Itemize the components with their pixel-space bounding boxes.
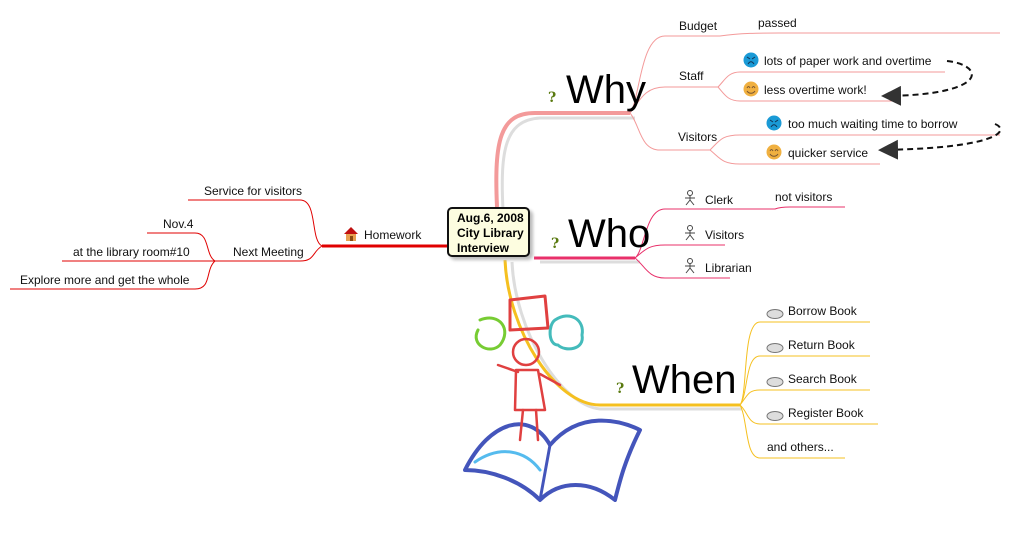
person-icon	[684, 190, 696, 211]
topic-borrow-book[interactable]: Borrow Book	[788, 304, 857, 318]
topic-visitors-before[interactable]: too much waiting time to borrow	[788, 117, 958, 131]
topic-clerk[interactable]: Clerk	[705, 193, 734, 207]
topic-explore[interactable]: Explore more and get the whole	[20, 273, 190, 287]
topic-search-book[interactable]: Search Book	[788, 372, 857, 386]
topic-and-others[interactable]: and others...	[767, 440, 834, 454]
sad-face-icon	[743, 52, 759, 73]
topic-staff-after[interactable]: less overtime work!	[764, 83, 867, 97]
topic-return-book[interactable]: Return Book	[788, 338, 855, 352]
oval-bullet-icon	[766, 306, 784, 324]
central-line: Interview	[457, 241, 510, 255]
topic-who[interactable]: Who	[568, 212, 651, 256]
topic-staff-before[interactable]: lots of paper work and overtime	[764, 54, 932, 68]
smiley-icon	[766, 144, 782, 165]
question-marker-icon: ?	[551, 236, 560, 252]
question-marker-icon: ?	[548, 90, 557, 106]
topic-next-meeting[interactable]: Next Meeting	[233, 245, 304, 259]
relationship-arrows	[878, 60, 1002, 160]
oval-bullet-icon	[766, 340, 784, 358]
sad-face-icon	[766, 115, 782, 136]
oval-bullet-icon	[766, 374, 784, 392]
topic-not-visitors[interactable]: not visitors	[775, 190, 833, 204]
topic-why[interactable]: Why	[566, 68, 646, 112]
person-icon	[684, 258, 696, 279]
topic-register-book[interactable]: Register Book	[788, 406, 864, 420]
topic-staff[interactable]: Staff	[679, 69, 704, 83]
who-branch	[534, 206, 845, 279]
topic-visitors-after[interactable]: quicker service	[788, 146, 869, 160]
topic-homework[interactable]: Homework	[364, 228, 422, 242]
reader-illustration	[463, 294, 642, 502]
topic-library-room[interactable]: at the library room#10	[73, 245, 190, 259]
homework-branch	[10, 199, 447, 290]
central-line: Aug.6, 2008	[457, 211, 524, 225]
topic-visitors-why[interactable]: Visitors	[678, 130, 718, 144]
topic-service-for-visitors[interactable]: Service for visitors	[204, 184, 303, 198]
when-branch	[503, 259, 878, 459]
central-line: City Library	[457, 226, 524, 240]
topic-visitors-who[interactable]: Visitors	[705, 228, 745, 242]
topic-librarian[interactable]: Librarian	[705, 261, 752, 275]
question-marker-icon: ?	[616, 381, 625, 397]
central-topic[interactable]: Aug.6, 2008 City Library Interview	[447, 207, 530, 257]
person-icon	[684, 225, 696, 246]
why-branch	[494, 32, 1000, 208]
smiley-icon	[743, 81, 759, 102]
topic-passed[interactable]: passed	[758, 16, 797, 30]
topic-nov4[interactable]: Nov.4	[163, 217, 194, 231]
house-icon	[343, 226, 359, 247]
oval-bullet-icon	[766, 408, 784, 426]
topic-budget[interactable]: Budget	[679, 19, 718, 33]
topic-when[interactable]: When	[632, 358, 737, 402]
